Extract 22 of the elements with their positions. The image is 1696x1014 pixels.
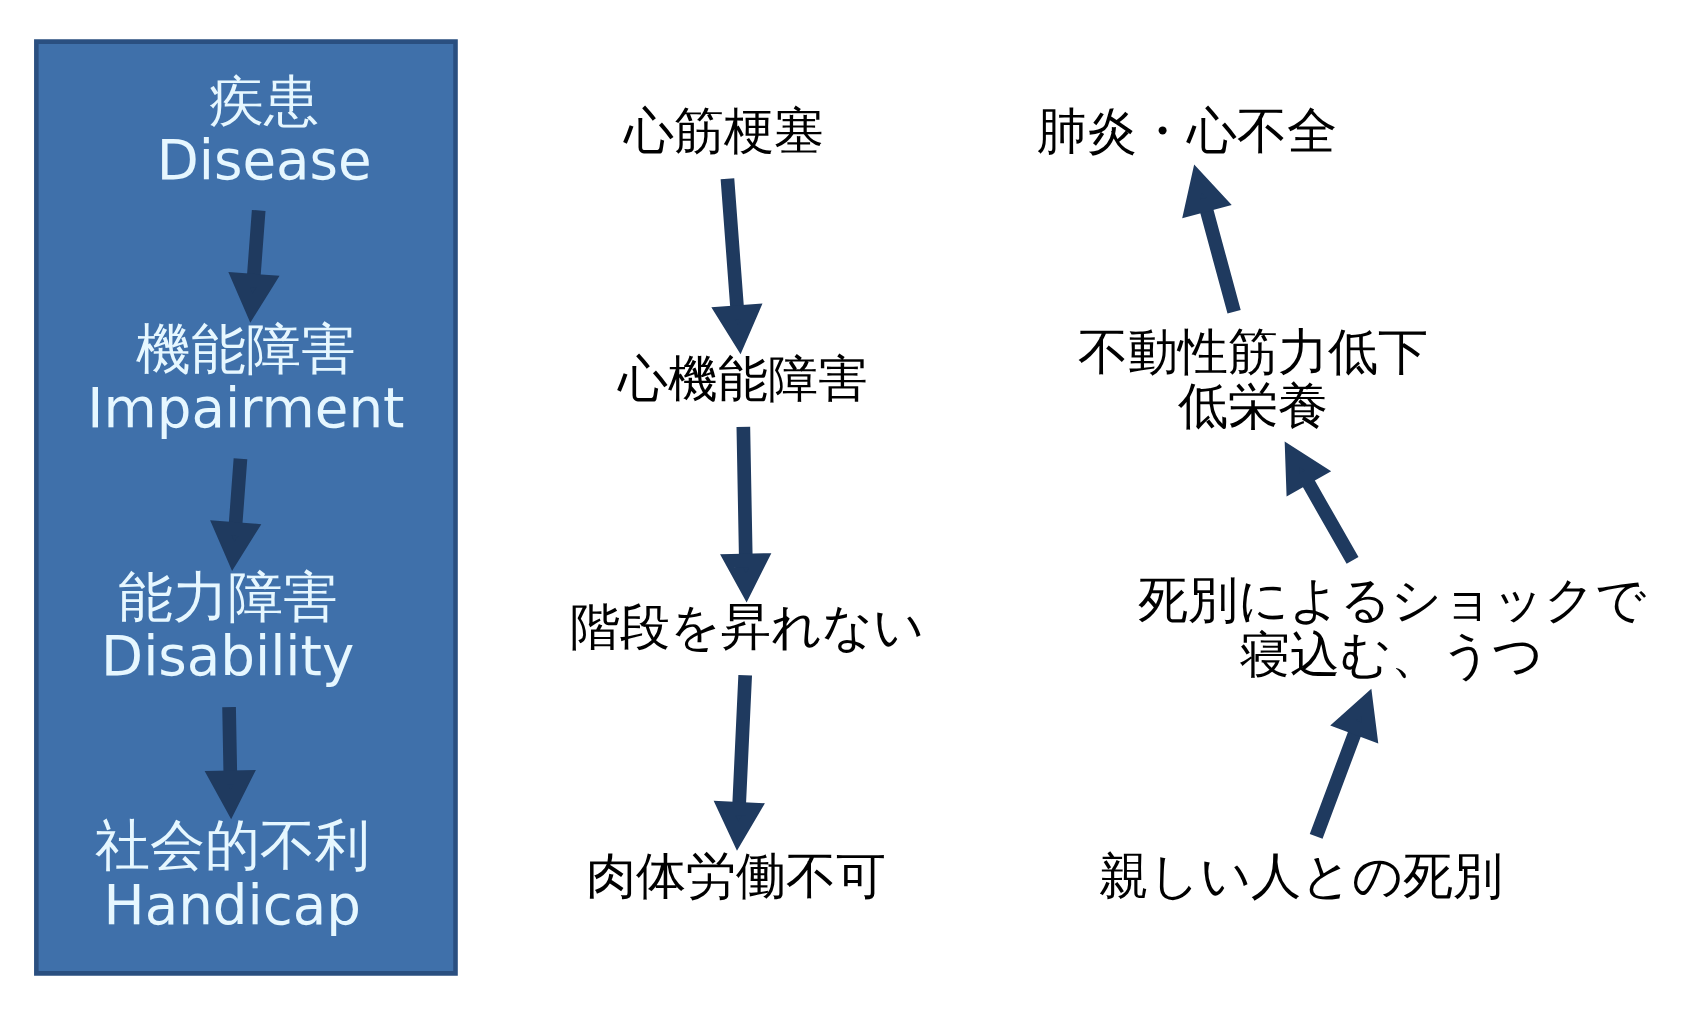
node-text: 疾患 Disease bbox=[156, 68, 372, 192]
arrow bbox=[713, 674, 765, 851]
arrow bbox=[227, 209, 280, 323]
arrow bbox=[719, 426, 771, 603]
node-text: 親しい人との死別 bbox=[1098, 845, 1503, 905]
arrow bbox=[1181, 163, 1241, 314]
node-text: 不動性筋力低下 低栄養 bbox=[1077, 321, 1428, 435]
node-text: 死別によるショックで寝込む、うつ bbox=[1137, 569, 1646, 684]
node-text: 機能障害 Impairment bbox=[86, 316, 405, 440]
node-text: 心機能障害 bbox=[617, 348, 868, 408]
arrow bbox=[1309, 688, 1378, 839]
arrow bbox=[204, 706, 256, 819]
node-text: 社会的不利 Handicap bbox=[94, 812, 370, 937]
node-text: 階段を昇れない bbox=[569, 596, 924, 656]
arrow bbox=[710, 177, 762, 354]
node-text: 肉体労働不可 bbox=[585, 845, 886, 905]
arrow bbox=[1284, 440, 1358, 564]
node-text: 能力障害 Disability bbox=[100, 564, 354, 688]
arrow bbox=[209, 457, 261, 571]
node-text: 心筋梗塞 bbox=[623, 100, 824, 160]
cluster bbox=[33, 38, 458, 976]
node-text: 肺炎・心不全 bbox=[1036, 100, 1337, 160]
